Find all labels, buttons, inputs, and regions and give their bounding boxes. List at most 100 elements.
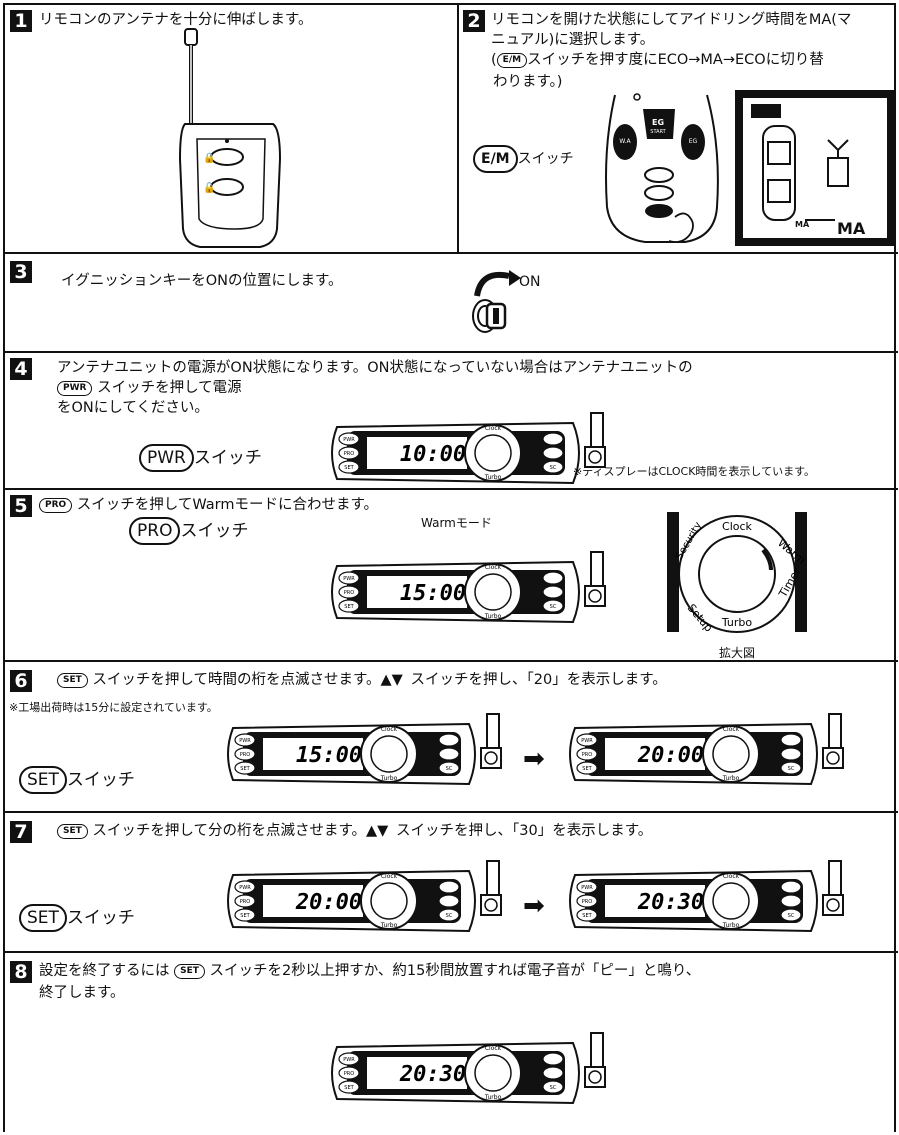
sc-unit-label: SC bbox=[788, 913, 795, 919]
pwr-unit-button[interactable] bbox=[234, 733, 256, 747]
set-inline-pill: SET bbox=[57, 672, 88, 688]
lcd-time-display: 20:00 bbox=[295, 890, 362, 915]
step-6-number: 6 bbox=[10, 670, 32, 692]
pro-unit-label: PRO bbox=[582, 899, 592, 905]
pro-unit-button[interactable] bbox=[338, 446, 360, 460]
up-down-icon: ▲▼ bbox=[380, 672, 403, 688]
sc-unit-label: SC bbox=[550, 465, 557, 471]
step-4-line3: をONにしてください。 bbox=[57, 400, 209, 416]
dial-label: Clock bbox=[381, 873, 398, 880]
set-unit-button[interactable] bbox=[234, 908, 256, 922]
pro-unit-label: PRO bbox=[344, 590, 354, 596]
set-unit-button[interactable] bbox=[338, 1080, 360, 1094]
open-remote-illustration: EG START W.A EG bbox=[605, 93, 719, 243]
pro-unit-button[interactable] bbox=[338, 585, 360, 599]
pro-unit-button[interactable] bbox=[234, 747, 256, 761]
step-8-line2: 終了します。 bbox=[39, 985, 125, 1001]
step-1-number: 1 bbox=[10, 10, 32, 32]
svg-text:EG: EG bbox=[652, 118, 664, 127]
set-unit-button[interactable] bbox=[338, 599, 360, 613]
dial-label: Clock bbox=[485, 425, 502, 432]
svg-text:Clock: Clock bbox=[722, 520, 753, 533]
on-label: ON bbox=[519, 274, 541, 290]
dial-label: Turbo bbox=[722, 922, 740, 929]
sc-unit-label: SC bbox=[550, 1085, 557, 1091]
lcd-time-display: 20:00 bbox=[637, 743, 704, 768]
dial-label: Turbo bbox=[380, 922, 398, 929]
pro-unit-label: PRO bbox=[582, 752, 592, 758]
arrow-right-icon-7: ➡ bbox=[523, 891, 545, 921]
step-8-row: 8 設定を終了するには SET スイッチを2秒以上押すか、約15秒間放置すれば電… bbox=[5, 953, 898, 1134]
set-switch-pill: SET bbox=[19, 766, 67, 794]
set-switch-pill-7: SET bbox=[19, 904, 67, 932]
step-7-text: SET スイッチを押して分の桁を点滅させます。▲▼スイッチを押し、「30」を表示… bbox=[57, 822, 652, 841]
step-4-row: 4 アンテナユニットの電源がON状態になります。ON状態になっていない場合はアン… bbox=[5, 353, 898, 490]
set-unit-button[interactable] bbox=[576, 908, 598, 922]
step-4-line2: PWR スイッチを押して電源 bbox=[57, 379, 242, 398]
pro-unit-button[interactable] bbox=[576, 747, 598, 761]
dial-zoom: Clock Warm Timer Turbo Setup Security bbox=[667, 512, 808, 634]
step-5-number: 5 bbox=[10, 495, 32, 517]
set-unit-label: SET bbox=[344, 1085, 354, 1091]
step-4-line1: アンテナユニットの電源がON状態になります。ON状態になっていない場合はアンテナ… bbox=[57, 360, 693, 376]
dial-label: Turbo bbox=[484, 613, 502, 620]
set-unit-label: SET bbox=[240, 913, 250, 919]
set-inline-pill-7: SET bbox=[57, 823, 88, 839]
step-2-line1: リモコンを開けた状態にしてアイドリング時間をMA(マ bbox=[491, 12, 852, 28]
pwr-unit-label: PWR bbox=[239, 738, 251, 744]
svg-text:START: START bbox=[650, 129, 666, 135]
pwr-unit-button[interactable] bbox=[576, 733, 598, 747]
pro-unit-button[interactable] bbox=[234, 894, 256, 908]
pro-unit-label: PRO bbox=[240, 899, 250, 905]
svg-text:EG: EG bbox=[689, 138, 698, 145]
em-switch-pill: E/M bbox=[473, 145, 518, 173]
step-2-number: 2 bbox=[463, 10, 485, 32]
step-7-number: 7 bbox=[10, 821, 32, 843]
step-2-line4: わります。) bbox=[493, 74, 563, 90]
ma-label: MA bbox=[837, 219, 866, 238]
step-8-line1: 設定を終了するには SET スイッチを2秒以上押すか、約15秒間放置すれば電子音… bbox=[39, 963, 701, 979]
set-unit-button[interactable] bbox=[338, 460, 360, 474]
pro-unit-button[interactable] bbox=[576, 894, 598, 908]
pwr-unit-button[interactable] bbox=[576, 880, 598, 894]
svg-text:🔒: 🔒 bbox=[203, 152, 215, 164]
step-7-row: 7 SET スイッチを押して分の桁を点滅させます。▲▼スイッチを押し、「30」を… bbox=[5, 813, 898, 953]
dial-label: Turbo bbox=[484, 474, 502, 481]
dial-label: Clock bbox=[381, 726, 398, 733]
pro-unit-label: PRO bbox=[344, 451, 354, 457]
step-6-row: 6 SET スイッチを押して時間の桁を点滅させます。▲▼スイッチを押し、「20」… bbox=[5, 662, 898, 813]
pwr-unit-button[interactable] bbox=[338, 571, 360, 585]
dial-label: Turbo bbox=[484, 1094, 502, 1101]
set-unit-label: SET bbox=[582, 913, 592, 919]
pro-switch-pill: PRO bbox=[129, 517, 181, 545]
display-note: ※ディスプレーはCLOCK時間を表示しています。 bbox=[573, 465, 815, 478]
set-unit-button[interactable] bbox=[234, 761, 256, 775]
step-1-2-row: 1 リモコンのアンテナを十分に伸ばします。 🔒 🔓 2 リモコンを開けた状態にし… bbox=[5, 5, 898, 254]
pwr-unit-label: PWR bbox=[343, 1057, 355, 1063]
pwr-unit-label: PWR bbox=[343, 437, 355, 443]
pro-unit-button[interactable] bbox=[338, 1066, 360, 1080]
set-unit-button[interactable] bbox=[576, 761, 598, 775]
pwr-unit-button[interactable] bbox=[234, 880, 256, 894]
svg-text:🔓: 🔓 bbox=[203, 181, 215, 194]
pwr-unit-button[interactable] bbox=[338, 432, 360, 446]
column-divider bbox=[457, 5, 459, 252]
sc-unit-label: SC bbox=[446, 766, 453, 772]
step-3-number: 3 bbox=[10, 261, 32, 283]
zoom-caption: 拡大図 bbox=[719, 646, 756, 660]
set-unit-label: SET bbox=[582, 766, 592, 772]
pwr-unit-label: PWR bbox=[343, 576, 355, 582]
lcd-time-display: 15:00 bbox=[296, 743, 362, 768]
pwr-unit-label: PWR bbox=[581, 738, 593, 744]
dial-label: Turbo bbox=[722, 775, 740, 782]
step-6-note: ※工場出荷時は15分に設定されています。 bbox=[9, 701, 218, 714]
pwr-unit-button[interactable] bbox=[338, 1052, 360, 1066]
lcd-time-display: 20:30 bbox=[637, 890, 704, 915]
